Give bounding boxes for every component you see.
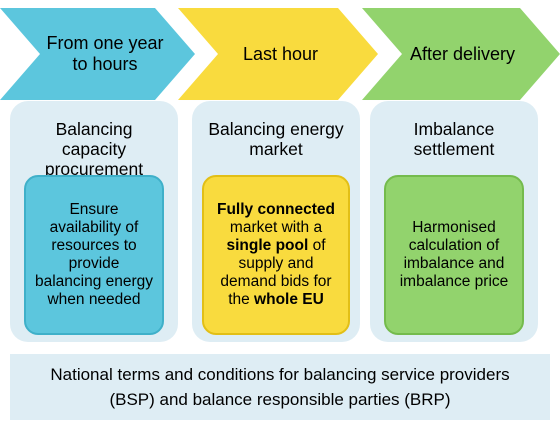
- detail-run: of supply and demand bids for the: [220, 237, 332, 308]
- detail-run: Harmonised calculation of imbalance and …: [399, 219, 509, 290]
- column-title: Imbalance settlement: [413, 119, 495, 159]
- stage-3-label: After delivery: [409, 43, 516, 64]
- detail-run: market with a: [229, 219, 323, 236]
- timeline-chevrons: [0, 8, 560, 100]
- chevron-stage-3: [362, 8, 560, 100]
- detail-emphasis: single pool: [226, 237, 309, 254]
- column-imbalance-settlement: Imbalance settlement Harmonised calculat…: [370, 101, 538, 342]
- column-capacity-procurement: Balancing capacity procurement Ensure av…: [10, 101, 178, 342]
- footer-text: National terms and conditions for balanc…: [50, 365, 510, 409]
- chevron-stage-2: [178, 8, 378, 100]
- column-title: Balancing energy market: [208, 119, 344, 159]
- chevron-stage-1: [0, 8, 195, 100]
- detail-run: Ensure availability of resources to prov…: [34, 201, 154, 308]
- detail-text: Ensure availability of resources to prov…: [34, 201, 154, 309]
- detail-emphasis: Fully connected: [217, 201, 335, 218]
- detail-box-energy-market: Fully connected market with a single poo…: [202, 175, 350, 335]
- stage-2-label: Last hour: [242, 43, 319, 64]
- column-energy-market: Balancing energy market Fully connected …: [192, 101, 360, 342]
- stage-1-label: From one year to hours: [46, 33, 164, 74]
- footer-note: National terms and conditions for balanc…: [10, 354, 550, 420]
- detail-emphasis: whole EU: [254, 291, 324, 308]
- detail-text: Harmonised calculation of imbalance and …: [394, 219, 514, 291]
- detail-box-imbalance: Harmonised calculation of imbalance and …: [384, 175, 524, 335]
- detail-text: Fully connected market with a single poo…: [212, 201, 340, 309]
- detail-box-capacity: Ensure availability of resources to prov…: [24, 175, 164, 335]
- column-title: Balancing capacity procurement: [44, 119, 144, 179]
